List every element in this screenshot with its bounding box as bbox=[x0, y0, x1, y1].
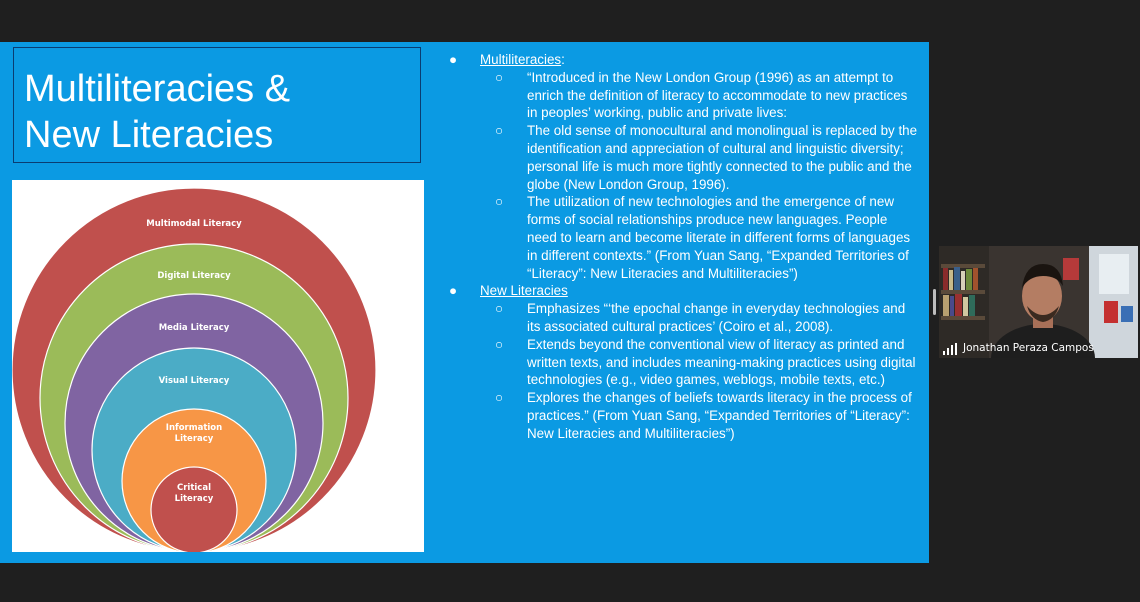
ring-digital-label: Digital Literacy bbox=[157, 271, 231, 281]
panel-resize-handle[interactable] bbox=[933, 289, 936, 315]
section-new-literacies: ● New Literacies ○ Emphasizes “‘the epoc… bbox=[448, 282, 918, 442]
sub-bullet-icon: ○ bbox=[495, 336, 504, 352]
ring-visual-label: Visual Literacy bbox=[159, 376, 230, 386]
sub-bullet-icon: ○ bbox=[495, 69, 504, 85]
slide-title-box: Multiliteracies & New Literacies bbox=[13, 47, 421, 163]
ring-critical bbox=[150, 466, 238, 552]
list-item-text: Emphasizes “‘the epochal change in every… bbox=[527, 301, 906, 334]
ring-multimodal-label: Multimodal Literacy bbox=[146, 219, 242, 229]
sub-bullet-icon: ○ bbox=[495, 123, 504, 139]
presentation-slide: Multiliteracies & New Literacies Multimo… bbox=[0, 42, 929, 563]
participant-name: Jonathan Peraza Campos bbox=[963, 342, 1094, 354]
list-item: ○ Explores the changes of beliefs toward… bbox=[448, 389, 918, 442]
participant-video-feed bbox=[939, 246, 1138, 358]
section-heading: ● Multiliteracies: bbox=[448, 51, 918, 69]
sub-bullet-icon: ○ bbox=[495, 390, 504, 406]
section-title-suffix: : bbox=[561, 52, 565, 67]
section-title: Multiliteracies bbox=[480, 52, 562, 67]
list-item: ○ The utilization of new technologies an… bbox=[448, 193, 918, 282]
sub-bullet-icon: ○ bbox=[495, 194, 504, 210]
section-title: New Literacies bbox=[480, 283, 568, 299]
slide-title: Multiliteracies & New Literacies bbox=[24, 68, 291, 156]
sub-bullet-icon: ○ bbox=[495, 301, 504, 317]
ring-media-label: Media Literacy bbox=[159, 323, 230, 333]
list-item-text: The utilization of new technologies and … bbox=[527, 194, 911, 281]
bullet-icon: ● bbox=[448, 52, 458, 67]
section-heading: ● New Literacies bbox=[448, 282, 918, 300]
list-item-text: “Introduced in the New London Group (199… bbox=[527, 69, 908, 121]
slide-bullets: ● Multiliteracies: ○ “Introduced in the … bbox=[448, 51, 918, 443]
list-item: ○ The old sense of monocultural and mono… bbox=[448, 122, 918, 193]
participant-video-tile[interactable]: Jonathan Peraza Campos bbox=[939, 246, 1138, 358]
signal-bars-icon bbox=[943, 343, 957, 355]
list-item-text: The old sense of monocultural and monoli… bbox=[527, 123, 918, 192]
list-item: ○ Extends beyond the conventional view o… bbox=[448, 336, 918, 389]
list-item: ○ “Introduced in the New London Group (1… bbox=[448, 69, 918, 122]
list-item-text: Extends beyond the conventional view of … bbox=[527, 336, 916, 388]
bullet-icon: ● bbox=[448, 283, 458, 299]
list-item-text: Explores the changes of beliefs towards … bbox=[527, 390, 912, 441]
participant-name-bar: Jonathan Peraza Campos bbox=[939, 340, 1138, 358]
list-item: ○ Emphasizes “‘the epochal change in eve… bbox=[448, 300, 918, 336]
section-multiliteracies: ● Multiliteracies: ○ “Introduced in the … bbox=[448, 51, 918, 282]
